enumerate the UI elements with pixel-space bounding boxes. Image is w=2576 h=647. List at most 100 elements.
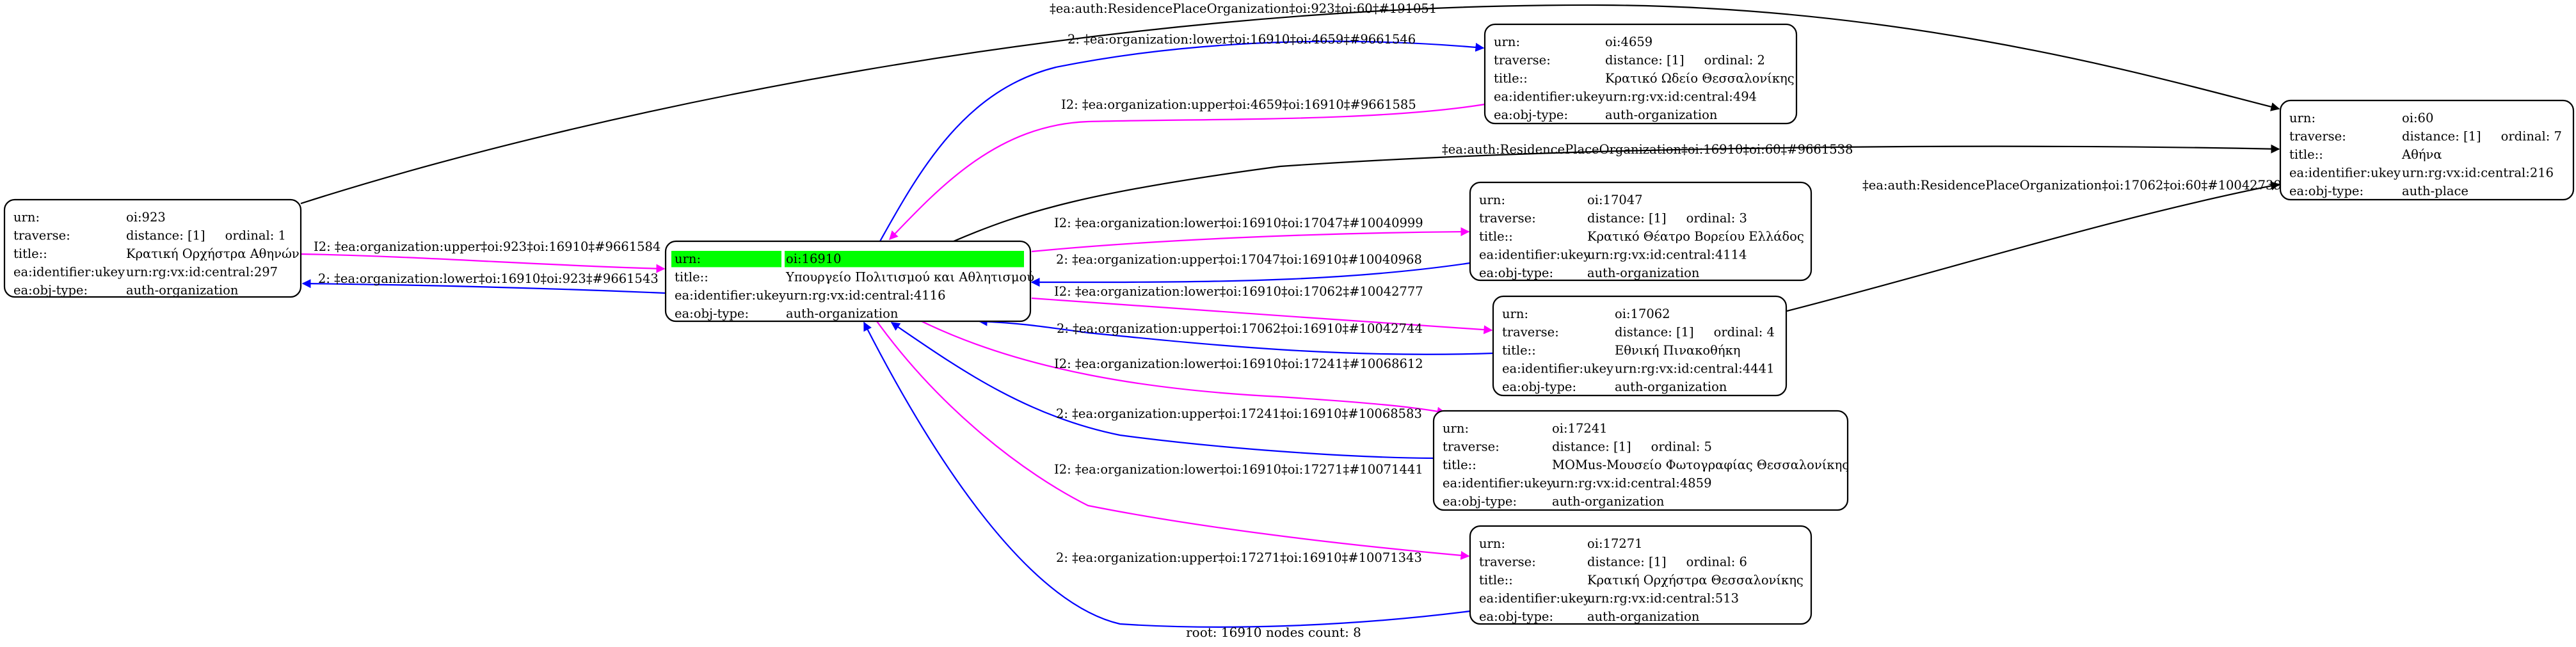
node-field-value: MOMus-Μουσείο Φωτογραφίας Θεσσαλονίκης (1552, 458, 1849, 472)
node-field-value: Αθήνα (2401, 147, 2442, 162)
node-field-label: urn: (675, 252, 701, 266)
edge-label: I2: ‡ea:organization:lower‡oi:16910‡oi:1… (1054, 216, 1423, 230)
edge-label: I2: ‡ea:organization:upper‡oi:923‡oi:169… (314, 239, 660, 254)
node-field-value: urn:rg:vx:id:central:297 (126, 265, 278, 280)
edge-lower (1030, 262, 1471, 287)
node-field-label: title:: (1494, 71, 1528, 86)
node-field-label: urn: (1443, 421, 1469, 436)
edge-label: ‡ea:auth:ResidencePlaceOrganization‡oi:1… (1442, 142, 1853, 157)
node-field-value: distance: [1] ordinal: 7 (2402, 129, 2562, 144)
node-field-label: ea:obj-type: (1494, 108, 1568, 122)
node-field-value: auth-organization (126, 283, 239, 298)
edge-upper (889, 103, 1485, 241)
node-field-label: urn: (1494, 35, 1520, 49)
node-field-value: Εθνική Πινακοθήκη (1615, 343, 1740, 358)
node-field-label: ea:obj-type: (1479, 609, 1553, 624)
edge-label: I2: ‡ea:organization:upper‡oi:4659‡oi:16… (1061, 97, 1416, 112)
edge-upper (921, 321, 1446, 416)
node-field-value: auth-organization (1615, 379, 1727, 394)
node-field-label: ea:obj-type: (2289, 184, 2364, 198)
node-field-value: auth-organization (1587, 266, 1700, 280)
edge-label: I2: ‡ea:organization:lower‡oi:16910‡oi:1… (1054, 462, 1423, 477)
node-field-label: ea:identifier:ukey (13, 265, 125, 280)
node-field-label: title:: (1479, 229, 1513, 244)
edge-label: I2: ‡ea:organization:lower‡oi:16910‡oi:1… (1054, 284, 1423, 299)
node-field-label: urn: (1479, 193, 1505, 207)
edge-upper (876, 321, 1470, 560)
node-field-label: ea:identifier:ukey (1494, 90, 1605, 104)
node-field-label: ea:obj-type: (1479, 266, 1553, 280)
node-field-label: title:: (1479, 573, 1513, 587)
node-field-label: traverse: (1443, 440, 1500, 454)
node-field-label: ea:identifier:ukey (1502, 362, 1613, 376)
node-field-label: ea:obj-type: (1502, 379, 1576, 394)
node-field-value: oi:923 (126, 210, 166, 225)
edge-label: ‡ea:auth:ResidencePlaceOrganization‡oi:1… (1862, 178, 2282, 193)
edge-label: 2: ‡ea:organization:upper‡oi:17062‡oi:16… (1057, 321, 1423, 336)
edge-upper (1031, 297, 1493, 335)
node-field-value: auth-organization (1587, 609, 1700, 624)
node-field-label: urn: (1479, 536, 1505, 551)
node-field-value: Κρατική Ορχήστρα Θεσσαλονίκης (1587, 573, 1804, 587)
edge-label: ‡ea:auth:ResidencePlaceOrganization‡oi:9… (1050, 1, 1437, 16)
node-field-value: auth-place (2402, 184, 2468, 198)
node-field-label: title:: (1502, 343, 1536, 358)
edge-upper (1031, 227, 1470, 253)
node-field-value: auth-organization (1605, 108, 1718, 122)
node-field-label: traverse: (1502, 325, 1559, 340)
graph-node[interactable]: urn: oi:17241 traverse: distance: [1] ordin… (1432, 410, 1849, 511)
graph-footer: root: 16910 nodes count: 8 (1186, 625, 1361, 640)
node-box (1484, 23, 1798, 125)
node-field-value: auth-organization (1552, 494, 1665, 509)
node-box (1432, 410, 1849, 511)
node-field-value: distance: [1] ordinal: 1 (126, 228, 286, 243)
node-box (1469, 525, 1812, 625)
node-box (1469, 181, 1812, 282)
edge-label: 2: ‡ea:organization:upper‡oi:17241‡oi:16… (1056, 406, 1422, 421)
node-field-value: oi:16910 (786, 252, 842, 266)
root-highlight-value-cell (785, 251, 1024, 268)
node-field-value: oi:17271 (1587, 536, 1643, 551)
node-field-label: title:: (675, 270, 708, 285)
node-field-label: title:: (1443, 458, 1476, 472)
edge-lower (863, 321, 1471, 628)
node-field-label: ea:identifier:ukey (2289, 166, 2401, 180)
node-box (3, 198, 302, 298)
node-field-label: traverse: (1479, 211, 1536, 226)
node-field-value: urn:rg:vx:id:central:4114 (1587, 248, 1747, 262)
node-field-label: ea:identifier:ukey (1479, 248, 1590, 262)
node-field-label: traverse: (1479, 555, 1536, 570)
edge-label: 2: ‡ea:organization:upper‡oi:17047‡oi:16… (1056, 252, 1422, 267)
node-field-value: oi:17062 (1615, 307, 1670, 321)
edge-label: 2: ‡ea:organization:lower‡oi:16910‡oi:92… (318, 271, 659, 286)
node-field-value: Κρατικό Ωδείο Θεσσαλονίκης (1605, 71, 1795, 86)
node-field-value: distance: [1] ordinal: 5 (1552, 440, 1712, 454)
node-box (1492, 295, 1788, 397)
node-field-value: Κρατική Ορχήστρα Αθηνών (126, 246, 300, 261)
node-field-label: ea:obj-type: (675, 307, 749, 321)
edge-label: 2: ‡ea:organization:upper‡oi:17271‡oi:16… (1056, 550, 1422, 565)
edge-labels-layer: ‡ea:auth:ResidencePlaceOrganization‡oi:9… (314, 1, 2282, 565)
node-field-value: oi:17241 (1552, 421, 1608, 436)
node-field-value: urn:rg:vx:id:central:216 (2402, 166, 2554, 180)
node-field-value: distance: [1] ordinal: 3 (1587, 211, 1747, 226)
node-field-value: oi:4659 (1605, 35, 1652, 49)
node-field-value: urn:rg:vx:id:central:494 (1605, 90, 1757, 104)
node-field-value: urn:rg:vx:id:central:4116 (786, 288, 946, 303)
node-field-label: ea:identifier:ukey (1479, 591, 1590, 606)
node-field-label: ea:obj-type: (1443, 494, 1517, 509)
node-field-label: traverse: (2289, 129, 2346, 144)
edge-residence (1786, 181, 2280, 312)
node-field-label: title:: (13, 246, 47, 261)
node-field-label: urn: (1502, 307, 1528, 321)
node-field-value: Κρατικό Θέατρο Βορείου Ελλάδος (1587, 229, 1804, 244)
edge-upper (300, 253, 666, 273)
